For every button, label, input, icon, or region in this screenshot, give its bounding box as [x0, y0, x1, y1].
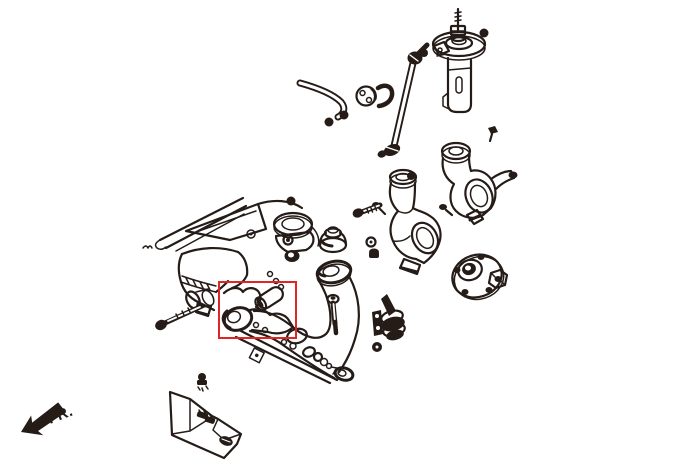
subframe [142, 196, 383, 331]
bar-end-cap [339, 110, 349, 120]
bolt-dot [324, 117, 334, 127]
lca-rear-bushing [315, 259, 353, 287]
strut-assembly [420, 7, 489, 114]
subframe-dome-bushing [318, 226, 348, 254]
splash-bracket [168, 373, 243, 460]
bracket-clip [196, 409, 216, 424]
rail-tab [248, 347, 265, 364]
lower-control-arm [221, 259, 360, 385]
washer [365, 236, 377, 248]
bolt-dot [479, 28, 489, 38]
lug-hole [453, 267, 461, 273]
subframe-bolt [155, 303, 205, 331]
lca-balljoint-seat [333, 366, 355, 382]
fr-label: FR. [45, 403, 75, 428]
small-bolt [439, 204, 447, 210]
lug-hole [485, 287, 493, 293]
lug-hole [461, 289, 469, 295]
break-mark [154, 239, 167, 251]
push-clip [197, 373, 209, 392]
bolt-dot [407, 172, 415, 180]
lug-hole [477, 254, 485, 260]
bolt-dot [286, 196, 296, 206]
stabilizer-link [377, 42, 430, 158]
wheel-hub [451, 253, 509, 301]
fr-arrow: FR. [21, 402, 75, 436]
vertical-bolt [326, 293, 340, 336]
stabilizer-clamp [375, 83, 395, 109]
hub-nut [487, 268, 509, 290]
knuckle-bore [464, 178, 494, 214]
strut-body [446, 56, 473, 114]
lca-bushing-sleeve [254, 286, 284, 312]
knuckle-bore [410, 221, 440, 255]
balljoint-flange [372, 310, 383, 336]
spring-seat [431, 30, 487, 58]
horizontal-bolt [352, 202, 383, 218]
knuckle-left [365, 168, 442, 276]
knuckle-right [439, 126, 518, 226]
ball-joint [372, 294, 406, 352]
screw [488, 126, 498, 134]
stabilizer-bar-end [296, 79, 395, 127]
